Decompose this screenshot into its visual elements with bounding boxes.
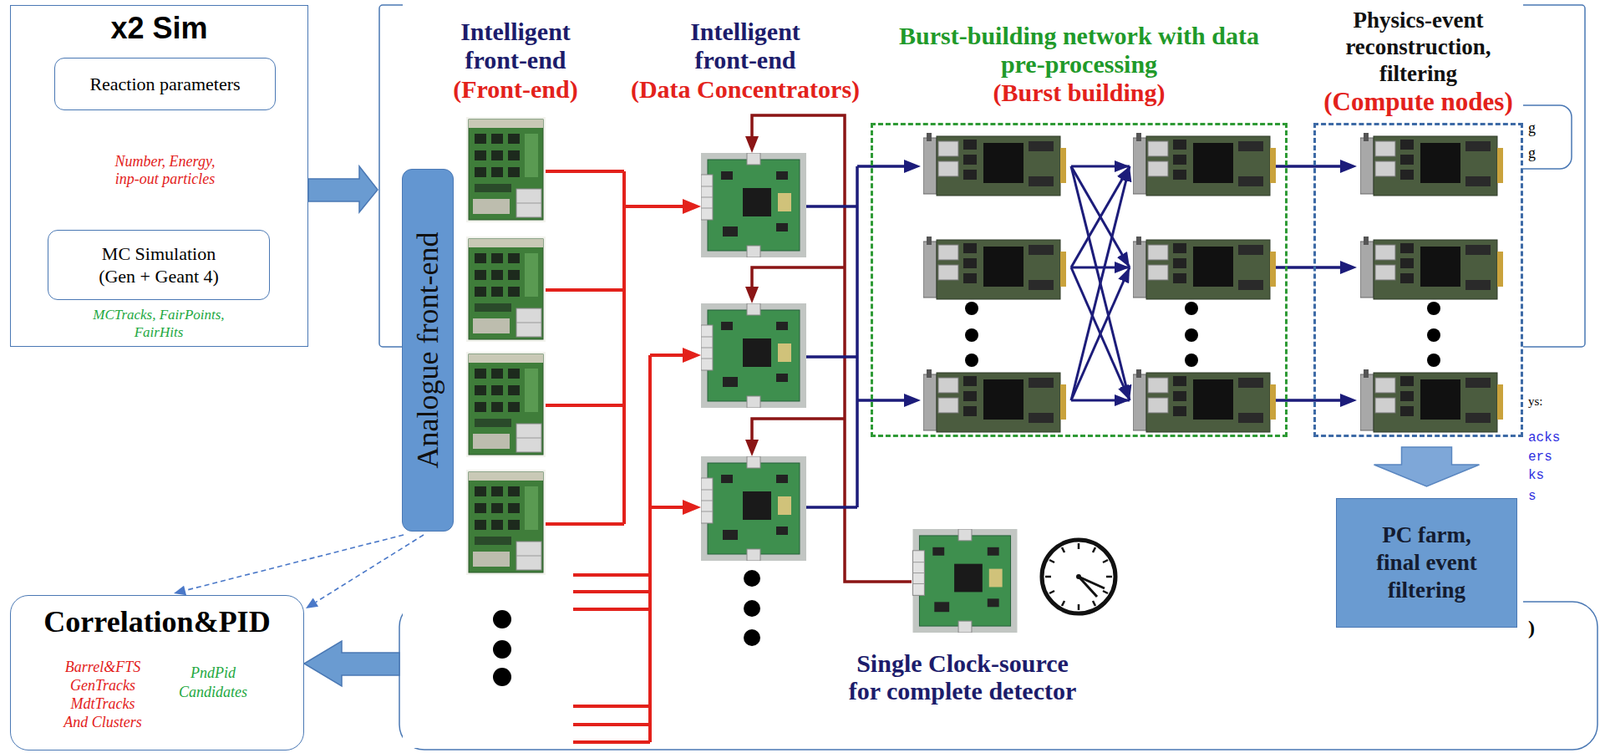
connector: [1374, 446, 1480, 487]
dashed-arrow-line: [315, 534, 424, 603]
group-subheading: (Burst building): [839, 78, 1319, 107]
panel-title: x2 Sim: [110, 10, 208, 46]
heading-block: Physics-event reconstruction, filtering(…: [1282, 6, 1555, 117]
text-fragment: ks: [1528, 467, 1545, 483]
column-heading: Intelligent front-end: [448, 17, 583, 75]
front-end-board: [466, 351, 546, 458]
process-box: Reaction parameters: [54, 57, 276, 111]
block-arrow: [304, 640, 400, 686]
amc-board: [1360, 236, 1504, 300]
dashed-arrow-line: [185, 534, 404, 591]
group-heading: Physics-event reconstruction, filtering: [1340, 6, 1496, 87]
concentrator-board: [700, 456, 807, 561]
clock-icon: [1041, 539, 1116, 614]
process-box: MC Simulation (Gen + Geant 4): [47, 229, 270, 300]
data-link: [545, 171, 683, 742]
connector: [173, 534, 404, 595]
text-fragment: ): [1528, 616, 1535, 640]
box-text: Reaction parameters: [89, 73, 240, 96]
ellipsis-dots: [492, 301, 1441, 686]
correlation-panel: Correlation&PID Barrel&FTS GenTracks MdtT…: [10, 594, 305, 751]
box-text: PC farm, final event filtering: [1368, 521, 1486, 605]
text-fragment: acks: [1528, 430, 1560, 446]
output-note: MCTracks, FairPoints, FairHits: [87, 305, 230, 341]
edge-label: Number, Energy, inp-out particles: [106, 152, 224, 189]
block-arrow: [308, 166, 378, 213]
text-fragment: g: [1528, 144, 1536, 163]
amc-board: [1132, 132, 1276, 196]
concentrator-board: [700, 152, 807, 258]
amc-board: [1360, 132, 1504, 196]
group-subheading: (Compute nodes): [1282, 86, 1555, 117]
column-subheading: (Data Concentrators): [630, 75, 860, 104]
amc-board: [923, 369, 1067, 432]
amc-board: [1360, 369, 1504, 432]
pc-farm-box: PC farm, final event filtering: [1335, 497, 1518, 628]
compute-node-group: Physics-event reconstruction, filtering(…: [1313, 122, 1524, 437]
heading-block: Burst-building network with data pre-pro…: [839, 21, 1319, 107]
arrow-head: [173, 585, 187, 596]
amc-board: [1132, 236, 1276, 300]
concentrator-board: [700, 303, 807, 408]
box-text: MC Simulation (Gen + Geant 4): [90, 242, 229, 288]
output-list: PndPid Candidates: [174, 663, 252, 702]
amc-board: [923, 236, 1067, 300]
switch-link: [1071, 166, 1130, 401]
front-end-board: [466, 236, 546, 342]
network-link: [806, 166, 1341, 508]
column-subheading: (Front-end): [452, 75, 578, 104]
connector: [305, 534, 424, 609]
arrow-head: [305, 597, 319, 609]
panel-title: Correlation&PID: [43, 604, 270, 640]
group-heading: Burst-building network with data pre-pro…: [888, 21, 1270, 79]
clock-caption: Single Clock-source for complete detecto…: [841, 649, 1084, 705]
text-fragment: g: [1528, 119, 1536, 138]
output-list: Barrel&FTS GenTracks MdtTracks And Clust…: [60, 657, 146, 732]
text-fragment: s: [1528, 488, 1537, 504]
block-arrow: [1374, 446, 1480, 487]
analogue-band: Analogue front-end: [401, 168, 454, 532]
front-end-board: [466, 116, 546, 223]
band-text: Analogue front-end: [410, 232, 446, 469]
text-fragment: ys:: [1528, 394, 1544, 409]
burst-building-group: Burst-building network with data pre-pro…: [870, 122, 1288, 437]
column-heading: Intelligent front-end: [678, 17, 813, 75]
amc-board: [923, 132, 1067, 196]
clock-board: [913, 528, 1018, 633]
front-end-board: [466, 469, 546, 575]
text-fragment: ers: [1528, 449, 1553, 465]
amc-board: [1132, 369, 1276, 432]
